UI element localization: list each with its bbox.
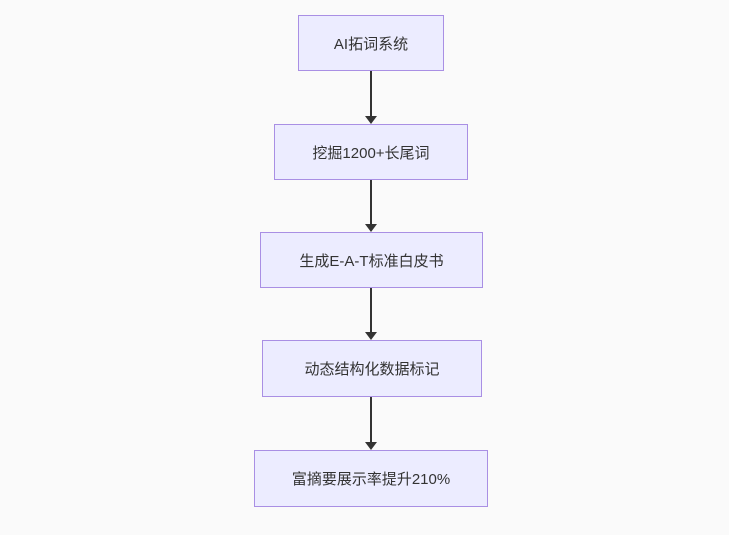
flow-edge-line-4 bbox=[370, 397, 372, 442]
flow-edge-line-2 bbox=[370, 180, 372, 224]
flow-node-longtail-keywords: 挖掘1200+长尾词 bbox=[274, 124, 468, 180]
flow-node-label: AI拓词系统 bbox=[333, 35, 409, 53]
flow-node-rich-snippet-result: 富摘要展示率提升210% bbox=[254, 450, 488, 507]
flow-edge-line-1 bbox=[370, 71, 372, 116]
arrow-down-icon bbox=[365, 224, 377, 232]
flow-node-label: 挖掘1200+长尾词 bbox=[312, 144, 430, 162]
arrow-down-icon bbox=[365, 116, 377, 124]
flow-node-label: 动态结构化数据标记 bbox=[304, 361, 440, 378]
flow-node-label: 生成E-A-T标准白皮书 bbox=[299, 252, 444, 270]
flow-node-structured-data-markup: 动态结构化数据标记 bbox=[262, 340, 482, 397]
flow-node-label: 富摘要展示率提升210% bbox=[291, 471, 451, 488]
flow-node-ai-keyword-system: AI拓词系统 bbox=[298, 15, 444, 71]
arrow-down-icon bbox=[365, 332, 377, 340]
arrow-down-icon bbox=[365, 442, 377, 450]
flow-node-eat-whitepaper: 生成E-A-T标准白皮书 bbox=[260, 232, 483, 288]
flow-edge-line-3 bbox=[370, 288, 372, 332]
